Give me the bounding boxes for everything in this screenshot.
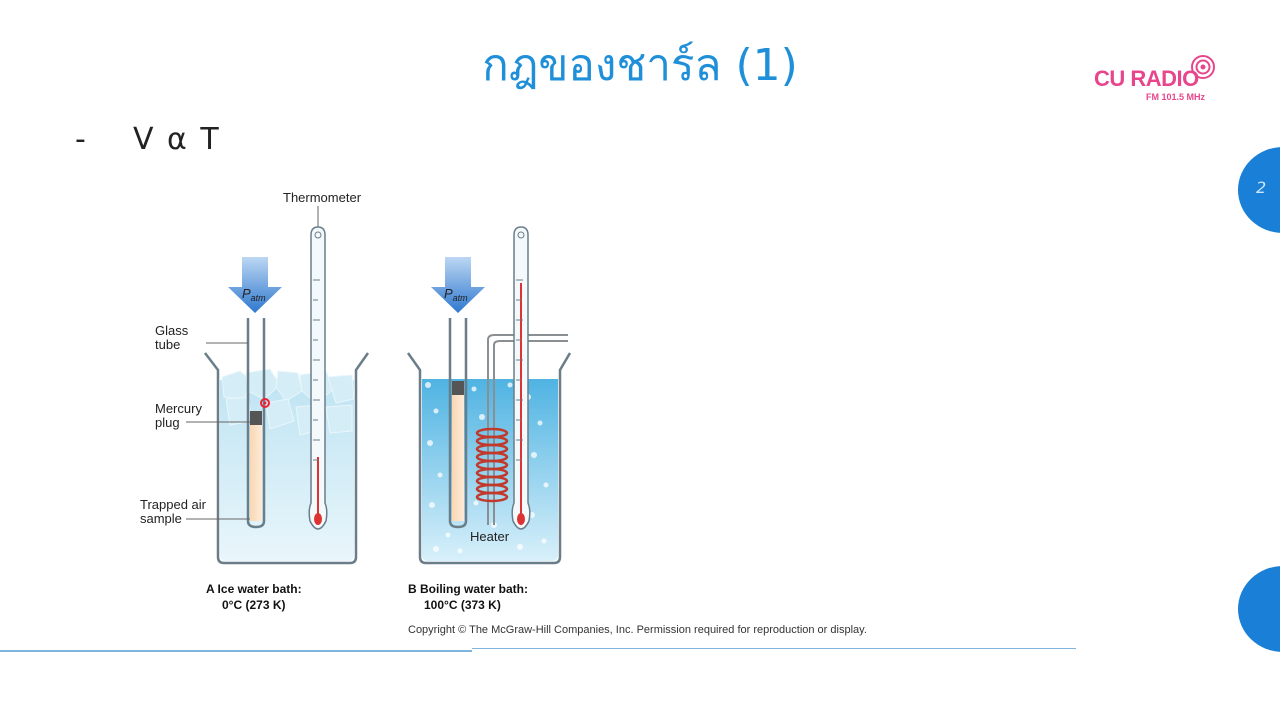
bullet-dash: -: [75, 122, 88, 157]
logo-frequency: FM 101.5 MHz: [1146, 92, 1206, 102]
charles-law-diagram: Thermometer Patm: [140, 190, 572, 612]
bullet-point: -V α T: [75, 122, 221, 157]
trapped-air-label-2: sample: [140, 511, 182, 526]
footer-rule-left: [0, 650, 472, 652]
patm-label-b: Patm: [444, 286, 468, 303]
radio-signal-icon: [1191, 55, 1215, 79]
mercury-label-2: plug: [155, 415, 180, 430]
copyright-notice: Copyright © The McGraw-Hill Companies, I…: [408, 624, 867, 636]
trapped-air-label-1: Trapped air: [140, 497, 207, 512]
beaker-boiling-water: Patm Heater: [406, 226, 572, 565]
caption-a-line2: 0°C (273 K): [222, 598, 286, 612]
caption-a-line1: A Ice water bath:: [206, 582, 302, 596]
caption-b-line1: B Boiling water bath:: [408, 582, 528, 596]
caption-b-line2: 100°C (373 K): [424, 598, 501, 612]
glass-tube-label-2: tube: [155, 337, 180, 352]
footer-rule-right: [472, 648, 1076, 649]
patm-label-a: Patm: [242, 286, 266, 303]
beaker-ice-water: Patm: [204, 226, 370, 565]
logo-name: CU RADIO: [1094, 66, 1199, 91]
mercury-label-1: Mercury: [155, 401, 202, 416]
page-number: 2: [1256, 178, 1267, 197]
thermometer-label: Thermometer: [283, 190, 362, 205]
glass-tube-label-1: Glass: [155, 323, 189, 338]
cu-radio-logo: CU RADIO FM 101.5 MHz: [1094, 54, 1224, 124]
slide-title: กฎของชาร์ล (1): [482, 40, 798, 91]
bullet-text: V α T: [133, 122, 221, 157]
navigation-circle[interactable]: [1238, 566, 1280, 652]
heater-label: Heater: [470, 529, 510, 544]
